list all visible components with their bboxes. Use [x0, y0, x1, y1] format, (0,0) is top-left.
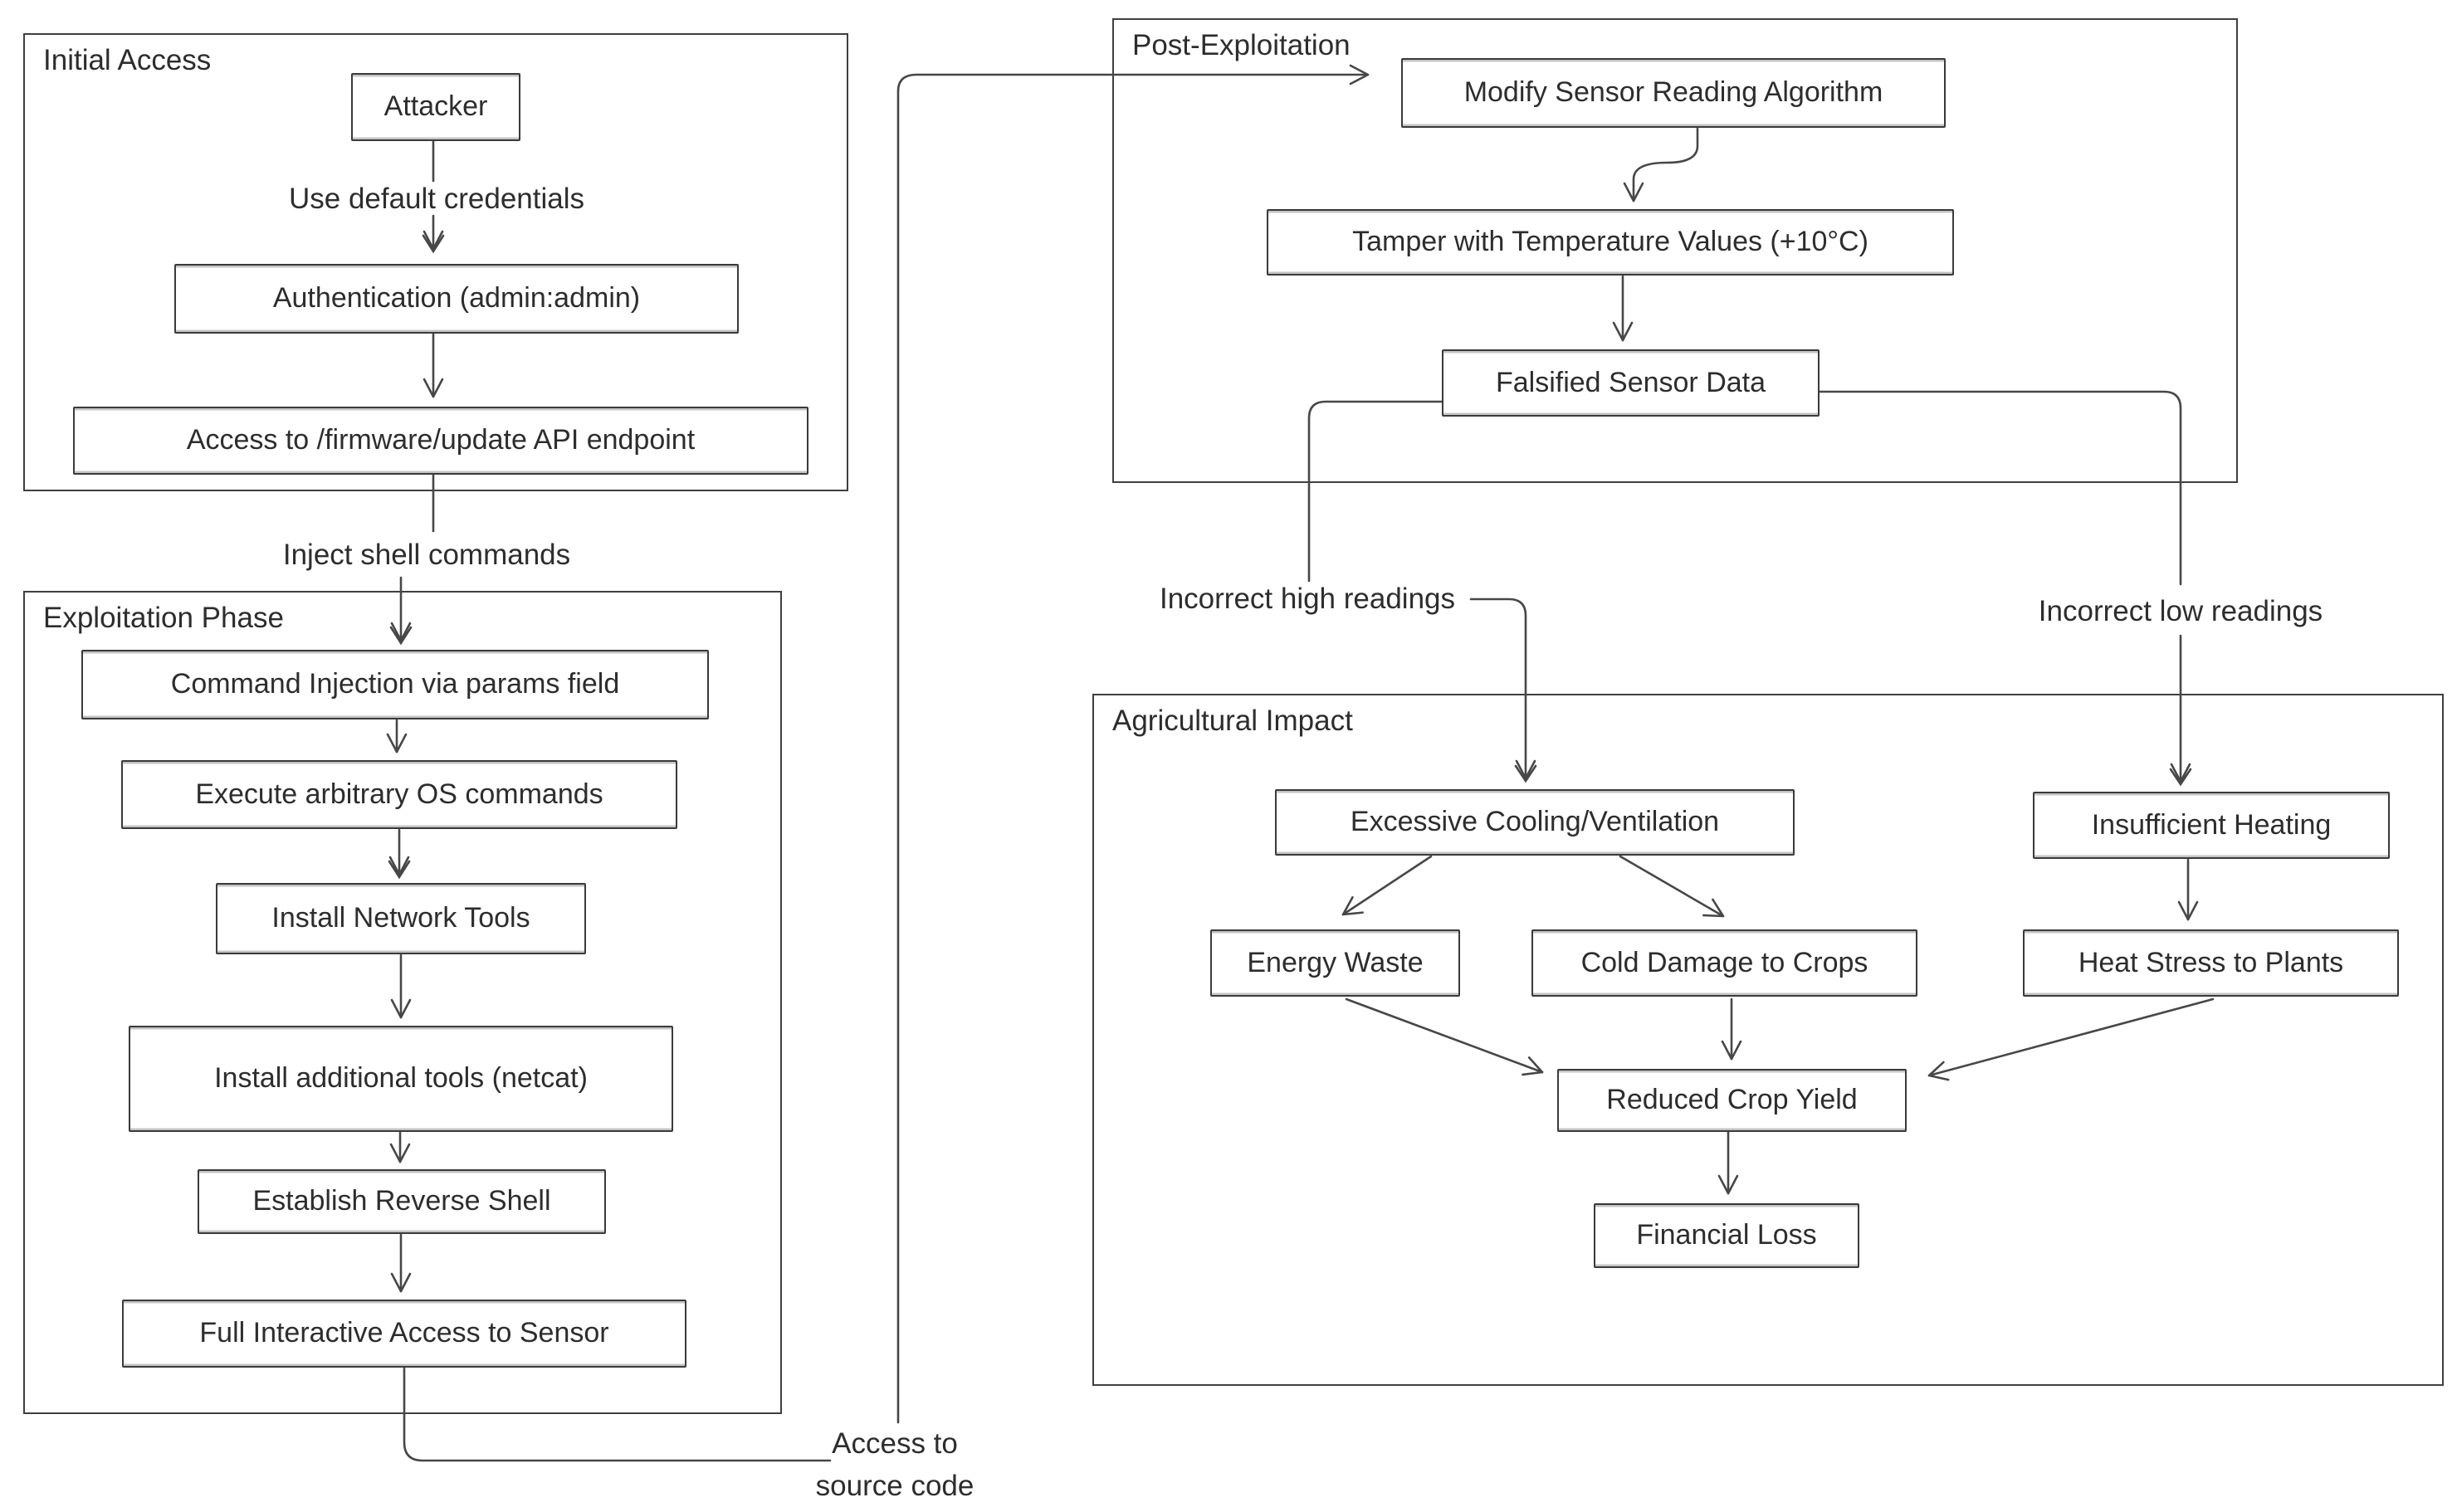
node-financial-loss: Financial Loss [1594, 1203, 1859, 1268]
edge-label-incorrect-low-readings: Incorrect low readings [2038, 595, 2323, 628]
group-title-post-exploitation: Post-Exploitation [1132, 29, 1351, 61]
node-excessive-cooling: Excessive Cooling/Ventilation [1275, 789, 1795, 856]
node-heat-stress: Heat Stress to Plants [2023, 929, 2399, 997]
node-command-injection: Command Injection via params field [81, 650, 709, 719]
edge-label-access-source-line2: source code [815, 1470, 974, 1503]
edge-falsified-to-low-label [1818, 390, 2182, 586]
node-tamper-temperature-values: Tamper with Temperature Values (+10°C) [1267, 209, 1954, 276]
node-cold-damage: Cold Damage to Crops [1531, 929, 1917, 997]
group-title-initial-access: Initial Access [43, 44, 212, 76]
edge-high-double-chevron [1514, 764, 1537, 783]
edge-falsified-to-high-label [1307, 400, 1443, 583]
group-title-agricultural-impact: Agricultural Impact [1112, 705, 1353, 737]
node-insufficient-heating: Insufficient Heating [2033, 792, 2390, 859]
group-post-exploitation: Post-Exploitation [1112, 18, 2238, 483]
node-full-interactive-access: Full Interactive Access to Sensor [122, 1300, 686, 1368]
edge-label-inject-shell-commands: Inject shell commands [282, 539, 571, 572]
group-initial-access: Initial Access [23, 33, 848, 491]
node-modify-sensor-algorithm: Modify Sensor Reading Algorithm [1401, 58, 1946, 128]
edge-source-label-to-modify [896, 64, 1370, 1424]
edge-label-use-default-credentials: Use default credentials [288, 183, 585, 216]
group-exploitation-phase: Exploitation Phase [23, 591, 782, 1414]
edge-energy-to-reducedyield [1345, 997, 1544, 1076]
edge-label-access-source-line1: Access to [832, 1427, 958, 1461]
edge-excessive-to-colddamage [1619, 855, 1725, 918]
edge-label-to-auth-double-chevron [422, 234, 445, 254]
edge-modify-to-tamper [1623, 127, 1699, 202]
node-authentication: Authentication (admin:admin) [174, 264, 739, 334]
edge-excessive-to-energy [1341, 855, 1433, 916]
node-install-network-tools: Install Network Tools [216, 883, 586, 954]
edge-heatstress-to-reducedyield [1927, 997, 2215, 1081]
node-falsified-sensor-data: Falsified Sensor Data [1442, 349, 1820, 417]
group-agricultural-impact: Agricultural Impact [1092, 694, 2444, 1386]
edge-inject-double-chevron [389, 626, 413, 646]
node-install-additional-tools: Install additional tools (netcat) [129, 1026, 673, 1132]
node-establish-reverse-shell: Establish Reverse Shell [198, 1169, 606, 1234]
node-api-endpoint: Access to /firmware/update API endpoint [73, 407, 808, 475]
edge-label-incorrect-high-readings: Incorrect high readings [1159, 583, 1456, 616]
edge-low-double-chevron [2169, 768, 2192, 787]
node-execute-os-commands: Execute arbitrary OS commands [121, 760, 677, 829]
edge-fullaccess-to-source-label [403, 1367, 832, 1462]
group-title-exploitation-phase: Exploitation Phase [43, 602, 284, 634]
edge-high-label-to-excessive [1469, 597, 1536, 780]
node-energy-waste: Energy Waste [1210, 929, 1460, 997]
node-reduced-crop-yield: Reduced Crop Yield [1557, 1069, 1907, 1132]
edge-execute-double-chevron [388, 860, 411, 880]
node-attacker: Attacker [351, 73, 520, 141]
